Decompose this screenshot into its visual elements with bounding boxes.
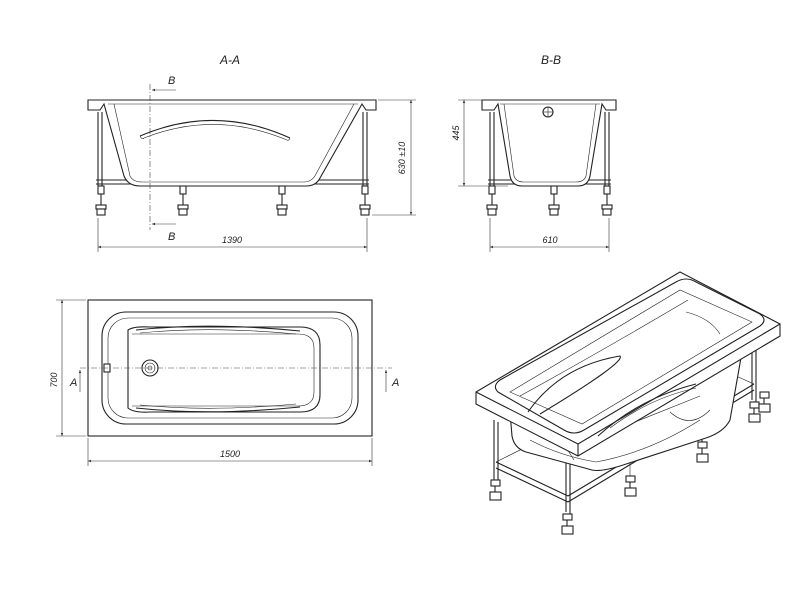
dimension-label-700: 700	[49, 372, 59, 387]
dimension-label-630: 630 ±10	[397, 142, 407, 174]
dimension-side-length: 1390	[97, 218, 368, 252]
iso-rim	[475, 271, 781, 457]
foot	[561, 513, 574, 535]
plan-view: A A 1500 700	[49, 299, 399, 466]
foot	[748, 401, 761, 423]
section-mark-a-left: A	[69, 377, 77, 389]
section-mark-b-bottom: B	[168, 231, 175, 243]
dimension-label-1390: 1390	[222, 235, 242, 245]
section-a-title: A-A	[219, 53, 240, 67]
plan-basin	[127, 326, 321, 413]
foot	[276, 185, 288, 216]
dimension-label-445: 445	[451, 125, 461, 141]
dimension-plan-width: 700	[49, 299, 86, 437]
dimension-side-height: 630 ±10	[372, 99, 416, 216]
foot	[601, 185, 613, 216]
end-feet	[486, 185, 613, 216]
foot	[489, 479, 502, 501]
section-mark-b-top: B	[168, 75, 175, 87]
section-b-title: B-B	[541, 53, 561, 67]
dimension-end-depth: 445	[451, 99, 508, 187]
foot	[359, 185, 371, 216]
foot	[177, 185, 189, 216]
section-a-view: A-A	[87, 53, 416, 252]
dimension-label-610: 610	[542, 235, 557, 245]
foot	[758, 391, 771, 413]
dimension-plan-length: 1500	[87, 438, 373, 466]
dimension-label-1500: 1500	[220, 449, 240, 459]
iso-feet	[489, 391, 771, 535]
side-tub-body	[87, 99, 377, 187]
dimension-end-width: 610	[489, 218, 610, 252]
end-tub-body	[481, 99, 617, 187]
isometric-view	[475, 271, 781, 535]
foot	[548, 185, 560, 216]
foot	[95, 185, 107, 216]
side-feet	[95, 185, 371, 216]
plan-outer-rim	[87, 299, 373, 437]
section-b-view: B-B	[451, 53, 617, 252]
foot	[486, 185, 498, 216]
section-b-cut-line: B B	[149, 75, 176, 243]
foot	[624, 475, 637, 497]
foot	[696, 441, 709, 463]
section-mark-a-right: A	[391, 377, 399, 389]
